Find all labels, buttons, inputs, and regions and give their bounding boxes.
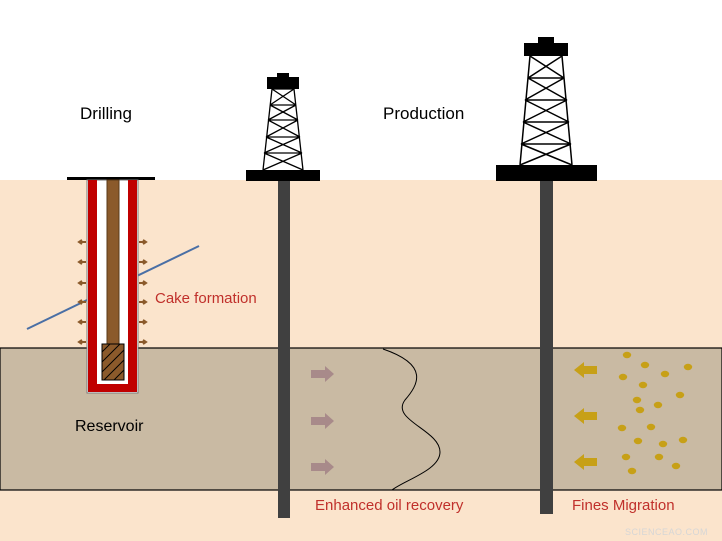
production-well-2 bbox=[496, 37, 597, 514]
derrick-2 bbox=[496, 37, 597, 181]
drilling-label: Drilling bbox=[80, 104, 132, 123]
fine-particle bbox=[640, 361, 650, 369]
cake-arrow-right bbox=[139, 339, 148, 345]
fine-particle bbox=[683, 363, 693, 371]
casing-right-red bbox=[128, 180, 137, 392]
watermark-text: SCIENCEAO.COM bbox=[625, 527, 709, 537]
fine-particle bbox=[617, 424, 627, 432]
well-pipe-1 bbox=[278, 181, 290, 518]
fine-particle bbox=[653, 401, 663, 409]
fines-particles bbox=[617, 351, 693, 475]
fines-arrow bbox=[574, 362, 597, 378]
well-pipe-2 bbox=[540, 181, 553, 514]
fine-particle bbox=[675, 391, 685, 399]
fine-particle bbox=[635, 406, 645, 414]
fine-particle bbox=[632, 396, 642, 404]
cake-arrow-right bbox=[139, 319, 148, 325]
fine-particle bbox=[678, 436, 688, 444]
eor-arrows bbox=[311, 366, 334, 475]
fines-migration-label: Fines Migration bbox=[572, 497, 675, 514]
fine-particle bbox=[660, 370, 670, 378]
fine-particle bbox=[627, 467, 637, 475]
casing-bottom-red bbox=[88, 384, 137, 392]
fine-particle bbox=[646, 423, 656, 431]
reservoir-label: Reservoir bbox=[75, 418, 144, 435]
drill-bit bbox=[101, 343, 125, 381]
derrick-1 bbox=[246, 73, 320, 181]
sky-area bbox=[0, 0, 722, 180]
drill-pipe bbox=[106, 179, 120, 349]
fine-particle bbox=[671, 462, 681, 470]
eor-arrow bbox=[311, 413, 334, 429]
casing-left-red bbox=[88, 180, 97, 392]
cake-arrow-left bbox=[77, 239, 86, 245]
eor-arrow bbox=[311, 366, 334, 382]
fine-particle bbox=[618, 373, 628, 381]
cake-arrow-left bbox=[77, 259, 86, 265]
eor-flood-front bbox=[382, 348, 441, 491]
production-label: Production bbox=[383, 104, 465, 123]
fine-particle bbox=[621, 453, 631, 461]
fine-particle bbox=[622, 351, 632, 359]
enhanced-oil-recovery-label: Enhanced oil recovery bbox=[315, 497, 464, 514]
cake-arrow-left bbox=[77, 319, 86, 325]
cake-arrow-right bbox=[139, 280, 148, 286]
fine-particle bbox=[658, 440, 668, 448]
fines-arrow bbox=[574, 454, 597, 470]
cake-arrow-left bbox=[77, 280, 86, 286]
eor-arrow bbox=[311, 459, 334, 475]
cake-formation-arrows bbox=[77, 239, 148, 345]
drilling-platform bbox=[67, 177, 155, 180]
fine-particle bbox=[638, 381, 648, 389]
cake-formation-label: Cake formation bbox=[155, 290, 257, 307]
cake-arrow-right bbox=[139, 239, 148, 245]
fine-particle bbox=[654, 453, 664, 461]
fines-arrow bbox=[574, 408, 597, 424]
production-well-1 bbox=[246, 73, 320, 518]
cake-arrow-right bbox=[139, 259, 148, 265]
drilling-well bbox=[67, 177, 155, 394]
fines-arrows bbox=[574, 362, 597, 470]
fine-particle bbox=[633, 437, 643, 445]
cake-arrow-left bbox=[77, 339, 86, 345]
cake-arrow-right bbox=[139, 299, 148, 305]
cake-arrow-left bbox=[77, 299, 86, 305]
